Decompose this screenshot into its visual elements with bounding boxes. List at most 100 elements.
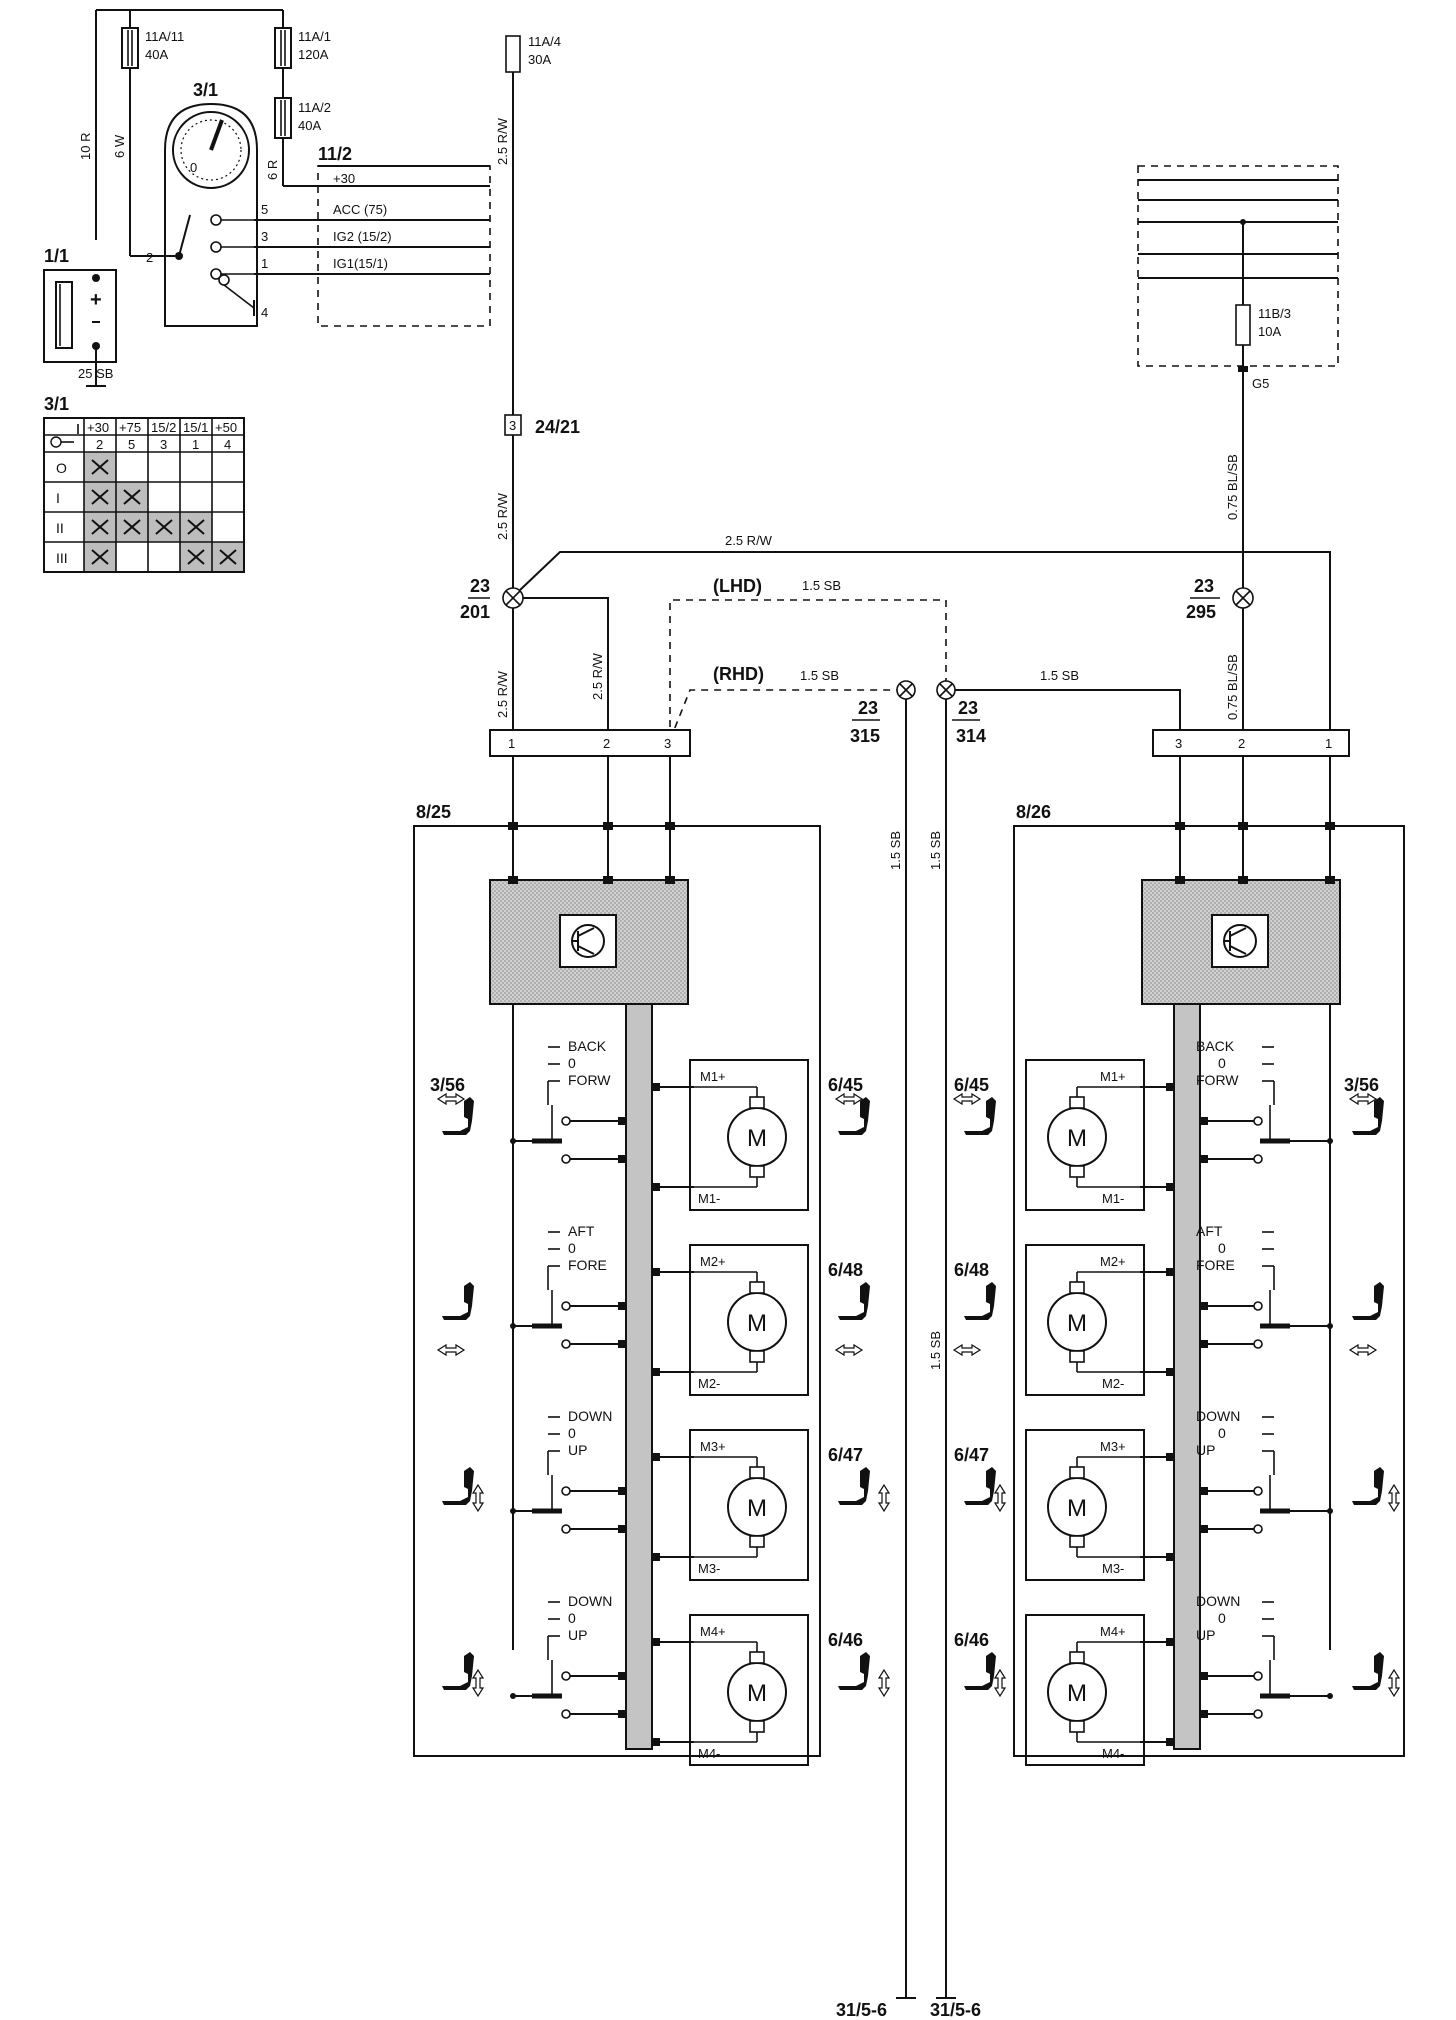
wire-label-15sb-v2: 1.5 SB bbox=[928, 831, 943, 870]
motor-brush-top bbox=[1069, 1466, 1085, 1479]
seat-arrow-icon bbox=[877, 1668, 891, 1698]
motor-brush-top bbox=[749, 1651, 765, 1664]
table-cross bbox=[91, 549, 109, 565]
switch-contact bbox=[1253, 1524, 1263, 1534]
bus-terminal bbox=[1200, 1117, 1208, 1125]
connector-left-pin-2: 2 bbox=[603, 736, 610, 751]
right-fusebox: 11B/3 10A G5 0.75 BL/SB 23 295 0.75 BL/S… bbox=[1137, 165, 1339, 740]
table-cross bbox=[91, 519, 109, 535]
switch-contact bbox=[1253, 1671, 1263, 1681]
fuse-11a4-id: 11A/4 bbox=[528, 34, 561, 49]
motor-brush-bottom bbox=[1069, 1535, 1085, 1548]
seat-icon-right-shape bbox=[838, 1652, 870, 1690]
motor-brush-bottom bbox=[749, 1535, 765, 1548]
module-pin bbox=[603, 876, 613, 884]
motor-brush-top bbox=[749, 1466, 765, 1479]
power-supply-section: 10 R 11A/11 40A 6 W 11A/1 120A 11A/2 40A… bbox=[43, 9, 561, 415]
switch-pin-5: 5 bbox=[261, 202, 268, 217]
motor-minus-label: M3- bbox=[1102, 1561, 1124, 1576]
switch-pin-3: 3 bbox=[261, 229, 268, 244]
g5-terminal bbox=[1238, 366, 1248, 372]
motor-minus-label: M2- bbox=[698, 1376, 720, 1391]
switch-position-label: DOWN bbox=[1196, 1593, 1240, 1609]
switch-pin-2: 2 bbox=[146, 250, 153, 265]
routing-rhd: (RHD) bbox=[713, 664, 764, 684]
motor-brush-bottom bbox=[749, 1165, 765, 1178]
switch-position-label: FORE bbox=[568, 1257, 607, 1273]
seat-component-label: 6/47 bbox=[954, 1445, 989, 1465]
fuse-11a4-rating: 30A bbox=[528, 52, 551, 67]
junction-dot bbox=[510, 1138, 516, 1144]
motor-box bbox=[689, 1614, 809, 1766]
battery-pos-terminal bbox=[92, 274, 100, 282]
motor-symbol: M bbox=[1067, 1495, 1087, 1522]
battery-box bbox=[43, 269, 117, 363]
transistor-box bbox=[1211, 914, 1269, 968]
seat-icon-right bbox=[838, 1467, 870, 1505]
motor-brush-top bbox=[749, 1281, 765, 1294]
seat-arrow-icon bbox=[834, 1092, 864, 1106]
switch-lead-4 bbox=[223, 284, 255, 309]
motor-brush-top bbox=[749, 1096, 765, 1109]
transistor-box bbox=[559, 914, 617, 968]
switch-contact-5 bbox=[210, 214, 222, 226]
wire-label-25sb: 25 SB bbox=[78, 366, 113, 381]
motor-minus-label: M2- bbox=[1102, 1376, 1124, 1391]
motor-box bbox=[1025, 1244, 1145, 1396]
connector-pin: 3 bbox=[509, 418, 516, 433]
bus-terminal bbox=[652, 1183, 660, 1191]
bus-terminal bbox=[652, 1553, 660, 1561]
wire-label-25rw-a: 2.5 R/W bbox=[495, 117, 510, 165]
switch-contact bbox=[1253, 1486, 1263, 1496]
bus-terminal bbox=[652, 1268, 660, 1276]
motor-symbol: M bbox=[747, 1680, 767, 1707]
wire-label-15sb-lhd: 1.5 SB bbox=[802, 578, 841, 593]
connector-right-pin-3: 3 bbox=[1175, 736, 1182, 751]
seat-icon-right bbox=[838, 1652, 870, 1690]
seat-component-label: 6/46 bbox=[828, 1630, 863, 1650]
table-header-term: +75 bbox=[119, 420, 141, 435]
ignition-key-ticks bbox=[180, 119, 242, 181]
fuse-11a11-id: 11A/11 bbox=[145, 29, 184, 44]
connector-right bbox=[1152, 729, 1350, 757]
ignition-switch-label: 3/1 bbox=[193, 80, 218, 100]
routing-lhd: (LHD) bbox=[713, 576, 762, 596]
motor-symbol: M bbox=[1067, 1310, 1087, 1337]
wire-pin2-left bbox=[523, 597, 609, 740]
fuse-11a11-rating: 40A bbox=[145, 47, 168, 62]
wire-label-6w: 6 W bbox=[112, 134, 127, 158]
seat-icon-left-shape bbox=[442, 1652, 474, 1690]
wire-label-15sb-v3: 1.5 SB bbox=[928, 1331, 943, 1370]
switch-position-label: UP bbox=[568, 1627, 587, 1643]
splice-314-bottom: 314 bbox=[956, 726, 986, 746]
motor-brush-bottom bbox=[749, 1720, 765, 1733]
motor-box bbox=[1025, 1614, 1145, 1766]
switch-position-label: 0 bbox=[568, 1425, 576, 1441]
switch-position-label: 0 bbox=[568, 1240, 576, 1256]
switch-position-label: UP bbox=[1196, 1442, 1215, 1458]
motor-symbol: M bbox=[747, 1495, 767, 1522]
bus-terminal bbox=[1166, 1183, 1174, 1191]
table-cross bbox=[187, 519, 205, 535]
splice-315-top: 23 bbox=[858, 698, 878, 718]
bus-terminal bbox=[652, 1738, 660, 1746]
module-pin bbox=[1175, 876, 1185, 884]
splice-314-top: 23 bbox=[958, 698, 978, 718]
switch-position-label: FORE bbox=[1196, 1257, 1235, 1273]
motor-plus-label: M3+ bbox=[1100, 1439, 1126, 1454]
table-header-term: 15/1 bbox=[183, 420, 208, 435]
seat-arrow-icon bbox=[471, 1668, 485, 1698]
center-feed: 3 24/21 2.5 R/W 23 201 2.5 R/W 2.5 R/W 2… bbox=[460, 414, 1331, 2020]
switch-position-label: FORW bbox=[1196, 1072, 1239, 1088]
fusebox-row-acc: ACC (75) bbox=[333, 202, 387, 217]
seat-icon-left bbox=[964, 1467, 996, 1505]
motor-plus-label: M2+ bbox=[700, 1254, 726, 1269]
table-cross bbox=[91, 489, 109, 505]
table-cross bbox=[91, 459, 109, 475]
seat-icon-right-shape bbox=[1352, 1652, 1384, 1690]
motor-brush-bottom bbox=[749, 1350, 765, 1363]
ground-label-left: 31/5-6 bbox=[836, 2000, 887, 2020]
transistor-collector bbox=[1229, 927, 1247, 937]
bus-terminal bbox=[1166, 1083, 1174, 1091]
